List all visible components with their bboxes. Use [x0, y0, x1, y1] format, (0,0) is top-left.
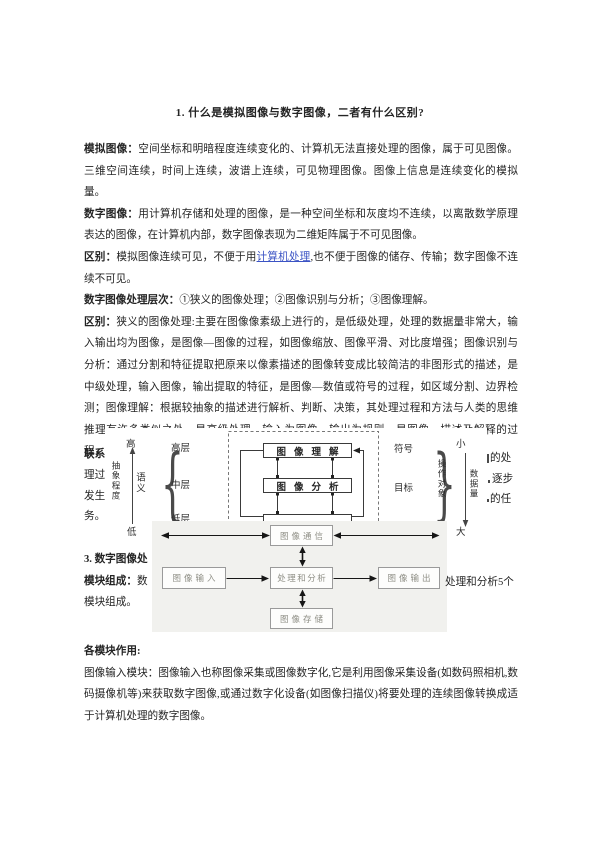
fragment-module-lead: 模块组成：数	[84, 576, 148, 588]
system-modules-diagram: 图像通信 图像输入 处理和分析 图像输出 图像存储	[152, 521, 447, 632]
module-lead-tail: 数	[136, 576, 148, 587]
para-processing-levels: 数字图像处理层次：①狭义的图像处理；②图像识别与分析；③图像理解。	[84, 290, 518, 312]
fragment-dechu: 的处	[490, 453, 512, 464]
right-brace: }	[432, 437, 456, 530]
abstraction-axis-label: 抽象程度	[111, 461, 121, 501]
main-text-block: 模拟图像：空间坐标和明暗程度连续变化的、计算机无法直接处理的图像，属于可见图像。…	[84, 139, 518, 463]
image-understanding-label: 图像理解	[276, 447, 347, 458]
bold-lead: 模拟图像：	[84, 144, 139, 155]
text-run: ,也不便于图像的储存、传输；数字图像不连续不可见。	[84, 251, 519, 285]
left-brace: {	[160, 437, 184, 530]
target-label: 目标	[394, 484, 414, 494]
image-communication-box: 图像通信	[270, 525, 333, 546]
semantic-label: 语义	[134, 472, 144, 494]
symbol-label: 符号	[394, 445, 414, 455]
process-analysis-box: 处理和分析	[270, 567, 333, 589]
para-digital-image: 数字图像：用计算机存储和处理的图像，是一种空间坐标和灰度均不连续，以离散数学原理…	[84, 204, 518, 247]
bottom-text-block: 各模块作用: 图像输入模块：图像输入也称图像采集或图像数字化,它是利用图像采集设备…	[84, 641, 518, 727]
level-mid-label: 中层	[171, 481, 191, 491]
fragment-mod2: 模块组成。	[84, 597, 137, 608]
image-communication-label: 图像通信	[279, 530, 326, 541]
image-input-box: 图像输入	[162, 567, 226, 589]
fragment-right5: 处理和分析5个	[445, 577, 514, 588]
image-output-label: 图像输出	[387, 573, 434, 583]
text-run: 用计算机存储和处理的图像，是一种空间坐标和灰度均不连续，以离散数学原理表达的图像…	[84, 208, 519, 242]
bold-lead: 各模块作用:	[84, 646, 141, 657]
operand-label: 操作对象	[437, 459, 447, 499]
image-output-box: 图像输出	[378, 567, 440, 589]
module-roles-heading: 各模块作用:	[84, 641, 518, 663]
level-low-label: 低层	[171, 515, 191, 525]
fragment-liguo: 理过	[84, 470, 106, 481]
text-run: 空间坐标和明暗程度连续变化的、计算机无法直接处理的图像，属于可见图像。三维空间连…	[84, 144, 519, 199]
fragment-wu: 务。	[84, 511, 106, 522]
text-run: 图像输入模块：图像输入也称图像采集或图像数字化,它是利用图像采集设备(如数码照相…	[84, 667, 518, 722]
system-modules-lines	[161, 532, 440, 608]
axis-small-label: 小	[456, 440, 466, 450]
bold-lead: 数字图像：	[84, 208, 139, 220]
data-volume-axis-label: 数据量	[469, 469, 479, 499]
module-lead-label: 模块组成：	[84, 576, 137, 587]
axis-high-label: 高	[126, 440, 136, 450]
fragment-fasheng: 发生	[84, 491, 106, 502]
clipped-char-sliver	[487, 454, 489, 463]
text-run: 模拟图像连续可见，不便于用	[116, 251, 257, 263]
axis-large-label: 大	[456, 528, 466, 538]
para-input-module: 图像输入模块：图像输入也称图像采集或图像数字化,它是利用图像采集设备(如数码照相…	[84, 663, 518, 728]
bold-lead: 区别：	[84, 251, 117, 263]
image-storage-box: 图像存储	[270, 608, 333, 629]
clipped-char-sliver	[487, 499, 489, 502]
question-title: 1. 什么是模拟图像与数字图像，二者有什么区别?	[175, 107, 425, 119]
level-high-label: 高层	[171, 444, 191, 454]
image-input-label: 图像输入	[172, 573, 219, 583]
hierarchy-diagram-lines	[129, 431, 469, 546]
text-run: ①狭义的图像处理；②图像识别与分析；③图像理解。	[179, 295, 434, 307]
clipped-char-sliver	[488, 480, 490, 483]
fragment-heading-3: 3. 数字图像处	[84, 554, 148, 565]
image-storage-label: 图像存储	[279, 613, 326, 624]
computer-processing-link[interactable]: 计算机处理	[256, 251, 311, 263]
image-analysis-box: 图像分析	[263, 478, 352, 493]
fragment-lianxi: 联系	[84, 449, 106, 460]
para-analog-image: 模拟图像：空间坐标和明暗程度连续变化的、计算机无法直接处理的图像，属于可见图像。…	[84, 139, 518, 204]
process-analysis-label: 处理和分析	[277, 573, 328, 583]
axis-low-label: 低	[127, 528, 137, 538]
para-difference-1: 区别：模拟图像连续可见，不便于用计算机处理,也不便于图像的储存、传输；数字图像不…	[84, 247, 518, 290]
fragment-deren: 的任	[490, 494, 512, 505]
fragment-zhubu: 逐步	[492, 474, 514, 485]
bold-lead: 区别：	[84, 316, 117, 328]
image-analysis-label: 图像分析	[276, 482, 347, 493]
image-understanding-box: 图像理解	[263, 443, 352, 458]
bold-lead: 数字图像处理层次：	[84, 295, 180, 307]
